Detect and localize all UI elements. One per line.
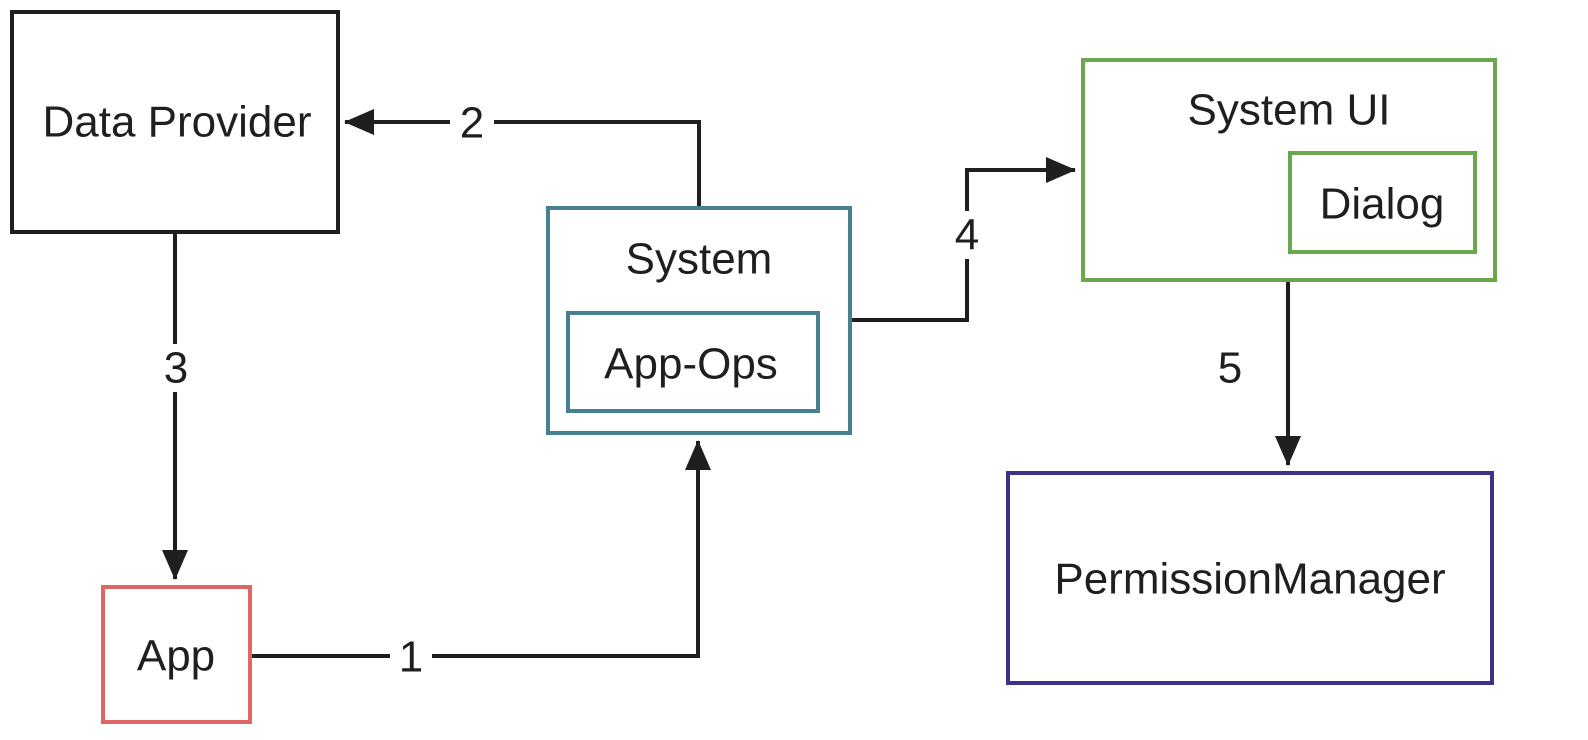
edge-2-label: 2 (460, 99, 484, 148)
node-system: System App-Ops (546, 206, 852, 435)
system-label: System (626, 235, 773, 284)
node-app: App (101, 585, 252, 724)
edge-4-label: 4 (955, 211, 979, 260)
dialog-label: Dialog (1320, 180, 1445, 229)
node-data-provider: Data Provider (10, 10, 340, 234)
edge-4-label-group: 4 (944, 211, 990, 260)
app-box (101, 585, 252, 724)
edge-4-label-bg (944, 211, 990, 259)
edge-3-label-bg (152, 344, 198, 392)
permission-manager-label: PermissionManager (1054, 555, 1445, 604)
edge-1-label: 1 (399, 633, 423, 682)
edge-3-label-group: 3 (152, 344, 198, 393)
app-ops-label: App-Ops (604, 340, 778, 389)
edge-1-label-bg (390, 634, 432, 678)
permission-manager-box (1006, 471, 1494, 685)
node-system-ui: System UI Dialog (1081, 58, 1497, 282)
edge-2-label-bg (450, 99, 494, 145)
edge-2-label-group: 2 (450, 99, 494, 148)
edge-5-label-group: 5 (1218, 344, 1242, 393)
edge-2-line (344, 109, 701, 208)
edge-5-label: 5 (1218, 344, 1242, 393)
edge-3-label: 3 (164, 344, 188, 393)
app-label: App (137, 632, 215, 681)
dialog-box (1288, 151, 1477, 254)
node-permission-manager: PermissionManager (1006, 471, 1494, 685)
data-provider-box (10, 10, 340, 234)
edge-1-line (250, 440, 711, 658)
data-provider-label: Data Provider (42, 98, 311, 147)
edge-1-label-group: 1 (390, 633, 432, 682)
system-ui-label: System UI (1188, 86, 1391, 135)
app-ops-box (566, 311, 820, 413)
